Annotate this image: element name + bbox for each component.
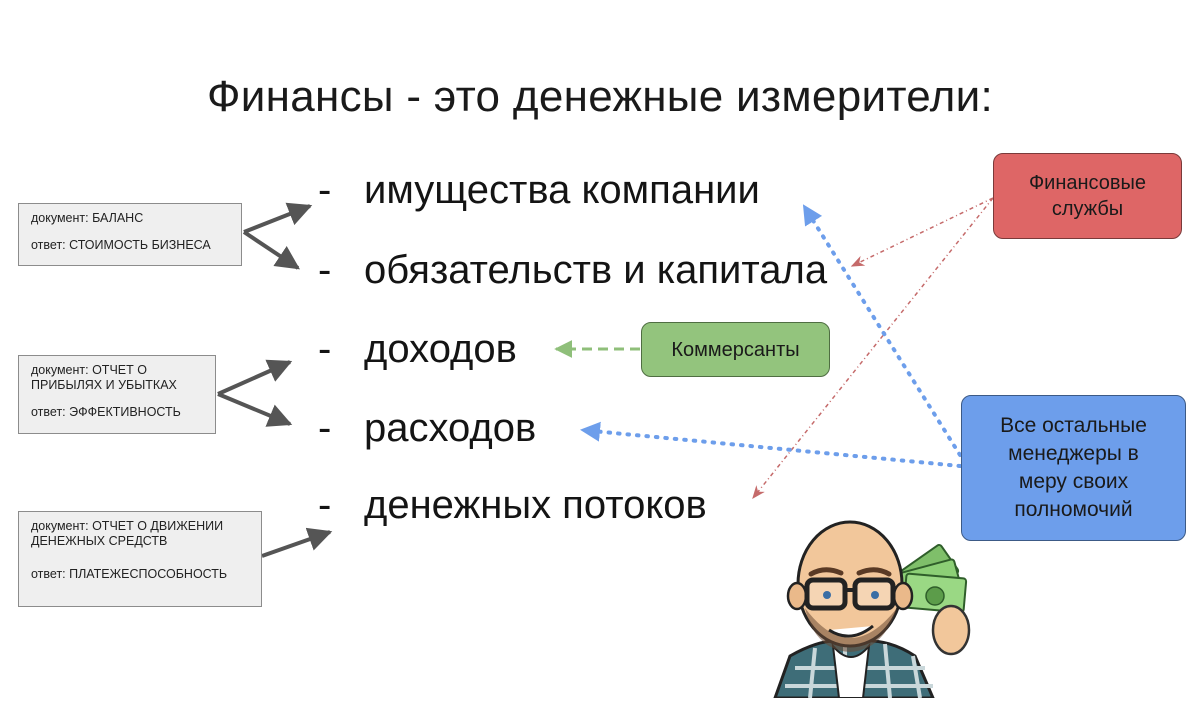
- doc-arrow-balance-liabilities: [242, 230, 300, 270]
- doc-name: документ: БАЛАНС: [31, 211, 144, 225]
- list-item-assets: -имущества компании: [318, 168, 760, 213]
- money-icon: [890, 544, 968, 614]
- list-item-text: имущества компании: [364, 168, 760, 212]
- role-box-commerce: Коммерсанты: [641, 322, 830, 377]
- doc-arrow-balance-assets: [243, 202, 313, 234]
- doc-answer: ответ: ПЛАТЕЖЕСПОСОБНОСТЬ: [31, 567, 228, 581]
- list-item-expenses: -расходов: [318, 406, 536, 451]
- doc-arrow-pl-expenses: [217, 392, 293, 427]
- doc-name: документ: ОТЧЕТ О ПРИБЫЛЯХ И УБЫТКАХ: [31, 363, 177, 392]
- list-item-text: обязательств и капитала: [364, 248, 828, 292]
- list-item-income: -доходов: [318, 327, 517, 372]
- list-item-liabilities: -обязательств и капитала: [318, 248, 827, 293]
- list-dash: -: [318, 327, 332, 371]
- managers-arrow-expenses: [580, 421, 962, 468]
- role-label: Финансовые службы: [1028, 172, 1147, 220]
- list-item-text: расходов: [364, 406, 537, 450]
- list-dash: -: [318, 248, 332, 292]
- doc-answer: ответ: ЭФФЕКТИВНОСТЬ: [31, 405, 181, 419]
- managers-arrows: [580, 204, 962, 468]
- finance-arrow-cashflow: [752, 197, 994, 500]
- doc-arrow-pl-income: [217, 359, 293, 396]
- doc-arrows: [217, 202, 333, 558]
- role-box-finance: Финансовые службы: [993, 153, 1182, 239]
- role-label: Все остальные менеджеры в меру своих пол…: [1000, 414, 1147, 521]
- role-label: Коммерсанты: [671, 338, 800, 361]
- finance-arrow-liabilities: [850, 197, 994, 267]
- list-dash: -: [318, 483, 332, 527]
- list-item-text: денежных потоков: [364, 483, 707, 527]
- managers-arrow-assets: [802, 204, 962, 457]
- doc-name: документ: ОТЧЕТ О ДВИЖЕНИИ ДЕНЕЖНЫХ СРЕД…: [31, 519, 224, 548]
- slide-title: Финансы - это денежные измерители:: [206, 72, 993, 121]
- doc-box-profit-loss: документ: ОТЧЕТ О ПРИБЫЛЯХ И УБЫТКАХ отв…: [18, 355, 216, 434]
- list-item-cashflow: -денежных потоков: [318, 483, 707, 528]
- doc-box-cashflow: документ: ОТЧЕТ О ДВИЖЕНИИ ДЕНЕЖНЫХ СРЕД…: [18, 511, 262, 607]
- list-dash: -: [318, 168, 332, 212]
- list-dash: -: [318, 406, 332, 450]
- doc-arrow-cashflow: [261, 527, 333, 558]
- bald-man-with-money-icon: [773, 520, 971, 698]
- doc-answer: ответ: СТОИМОСТЬ БИЗНЕСА: [31, 238, 211, 252]
- list-item-text: доходов: [364, 327, 517, 371]
- role-box-managers: Все остальные менеджеры в меру своих пол…: [961, 395, 1186, 541]
- doc-box-balance: документ: БАЛАНС ответ: СТОИМОСТЬ БИЗНЕС…: [18, 203, 242, 266]
- finance-arrows: [752, 197, 994, 500]
